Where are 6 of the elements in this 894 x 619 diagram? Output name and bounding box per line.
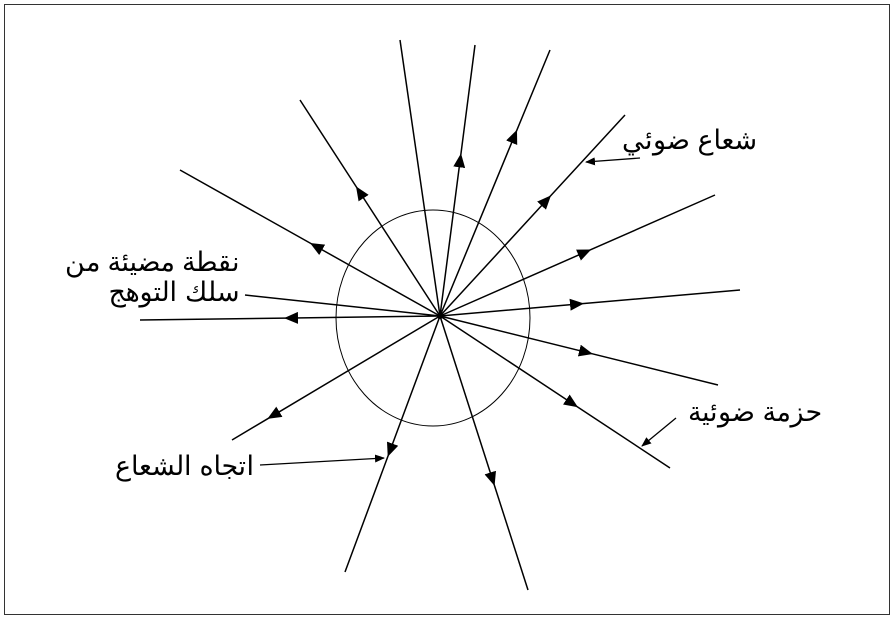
- leader-arrow: [585, 157, 640, 166]
- leader-arrow: [260, 454, 385, 466]
- light-ray: [440, 315, 670, 469]
- light-ray: [344, 316, 441, 572]
- leader-arrow: [641, 418, 676, 447]
- callout-label: شعاع ضوئي: [622, 126, 758, 156]
